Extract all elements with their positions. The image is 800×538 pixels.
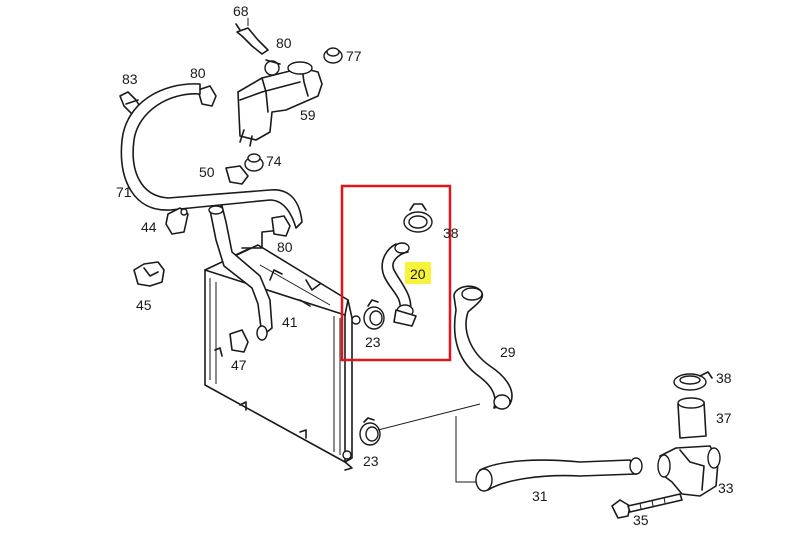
label-68[interactable]: 68 bbox=[233, 3, 249, 19]
bracket-45 bbox=[133, 261, 165, 287]
label-41[interactable]: 41 bbox=[282, 314, 298, 330]
label-83[interactable]: 83 bbox=[122, 71, 138, 87]
hose-20 bbox=[381, 242, 417, 327]
label-47[interactable]: 47 bbox=[231, 357, 247, 373]
hose-68 bbox=[235, 18, 269, 55]
clamp-80b bbox=[197, 85, 217, 107]
bolt-35 bbox=[611, 493, 683, 519]
clamp-38b bbox=[673, 371, 713, 391]
clamp-50 bbox=[225, 165, 249, 185]
clamp-47 bbox=[229, 329, 249, 353]
label-80c[interactable]: 80 bbox=[277, 239, 293, 255]
clip-44 bbox=[165, 207, 189, 235]
label-29[interactable]: 29 bbox=[500, 344, 516, 360]
highlight-label-20 bbox=[405, 262, 431, 284]
part-labels: 68 80 77 83 80 59 50 74 71 44 80 45 41 4… bbox=[116, 3, 734, 528]
clamp-23a bbox=[363, 299, 385, 330]
hose-31 bbox=[475, 457, 643, 492]
label-38a[interactable]: 38 bbox=[443, 225, 459, 241]
label-23a[interactable]: 23 bbox=[365, 334, 381, 350]
hose-71 bbox=[120, 83, 303, 229]
label-44[interactable]: 44 bbox=[141, 219, 157, 235]
label-80b[interactable]: 80 bbox=[190, 65, 206, 81]
hose-41 bbox=[208, 205, 273, 341]
label-33[interactable]: 33 bbox=[718, 480, 734, 496]
label-71[interactable]: 71 bbox=[116, 184, 132, 200]
label-20[interactable]: 20 bbox=[410, 266, 426, 282]
sleeve-37 bbox=[677, 397, 707, 439]
highlight-box bbox=[340, 184, 452, 362]
clamp-80a bbox=[264, 59, 281, 76]
label-77[interactable]: 77 bbox=[346, 48, 362, 64]
label-38b[interactable]: 38 bbox=[716, 370, 732, 386]
label-80a[interactable]: 80 bbox=[276, 35, 292, 51]
clamp-38a bbox=[403, 203, 433, 233]
label-31[interactable]: 31 bbox=[532, 488, 548, 504]
guide-line bbox=[377, 403, 481, 483]
radiator bbox=[204, 244, 361, 471]
label-23b[interactable]: 23 bbox=[363, 453, 379, 469]
label-59[interactable]: 59 bbox=[300, 107, 316, 123]
clamp-80c bbox=[271, 215, 291, 237]
bracket-pipe bbox=[241, 229, 283, 249]
label-50[interactable]: 50 bbox=[199, 164, 215, 180]
label-74[interactable]: 74 bbox=[266, 153, 282, 169]
clamp-23b bbox=[359, 417, 381, 446]
label-35[interactable]: 35 bbox=[633, 512, 649, 528]
label-37[interactable]: 37 bbox=[716, 410, 732, 426]
cap-77 bbox=[323, 47, 343, 64]
expansion-tank-59 bbox=[237, 61, 323, 147]
fitting-74 bbox=[244, 153, 264, 172]
hose-29 bbox=[453, 285, 513, 410]
housing-33 bbox=[657, 445, 721, 497]
label-45[interactable]: 45 bbox=[136, 297, 152, 313]
